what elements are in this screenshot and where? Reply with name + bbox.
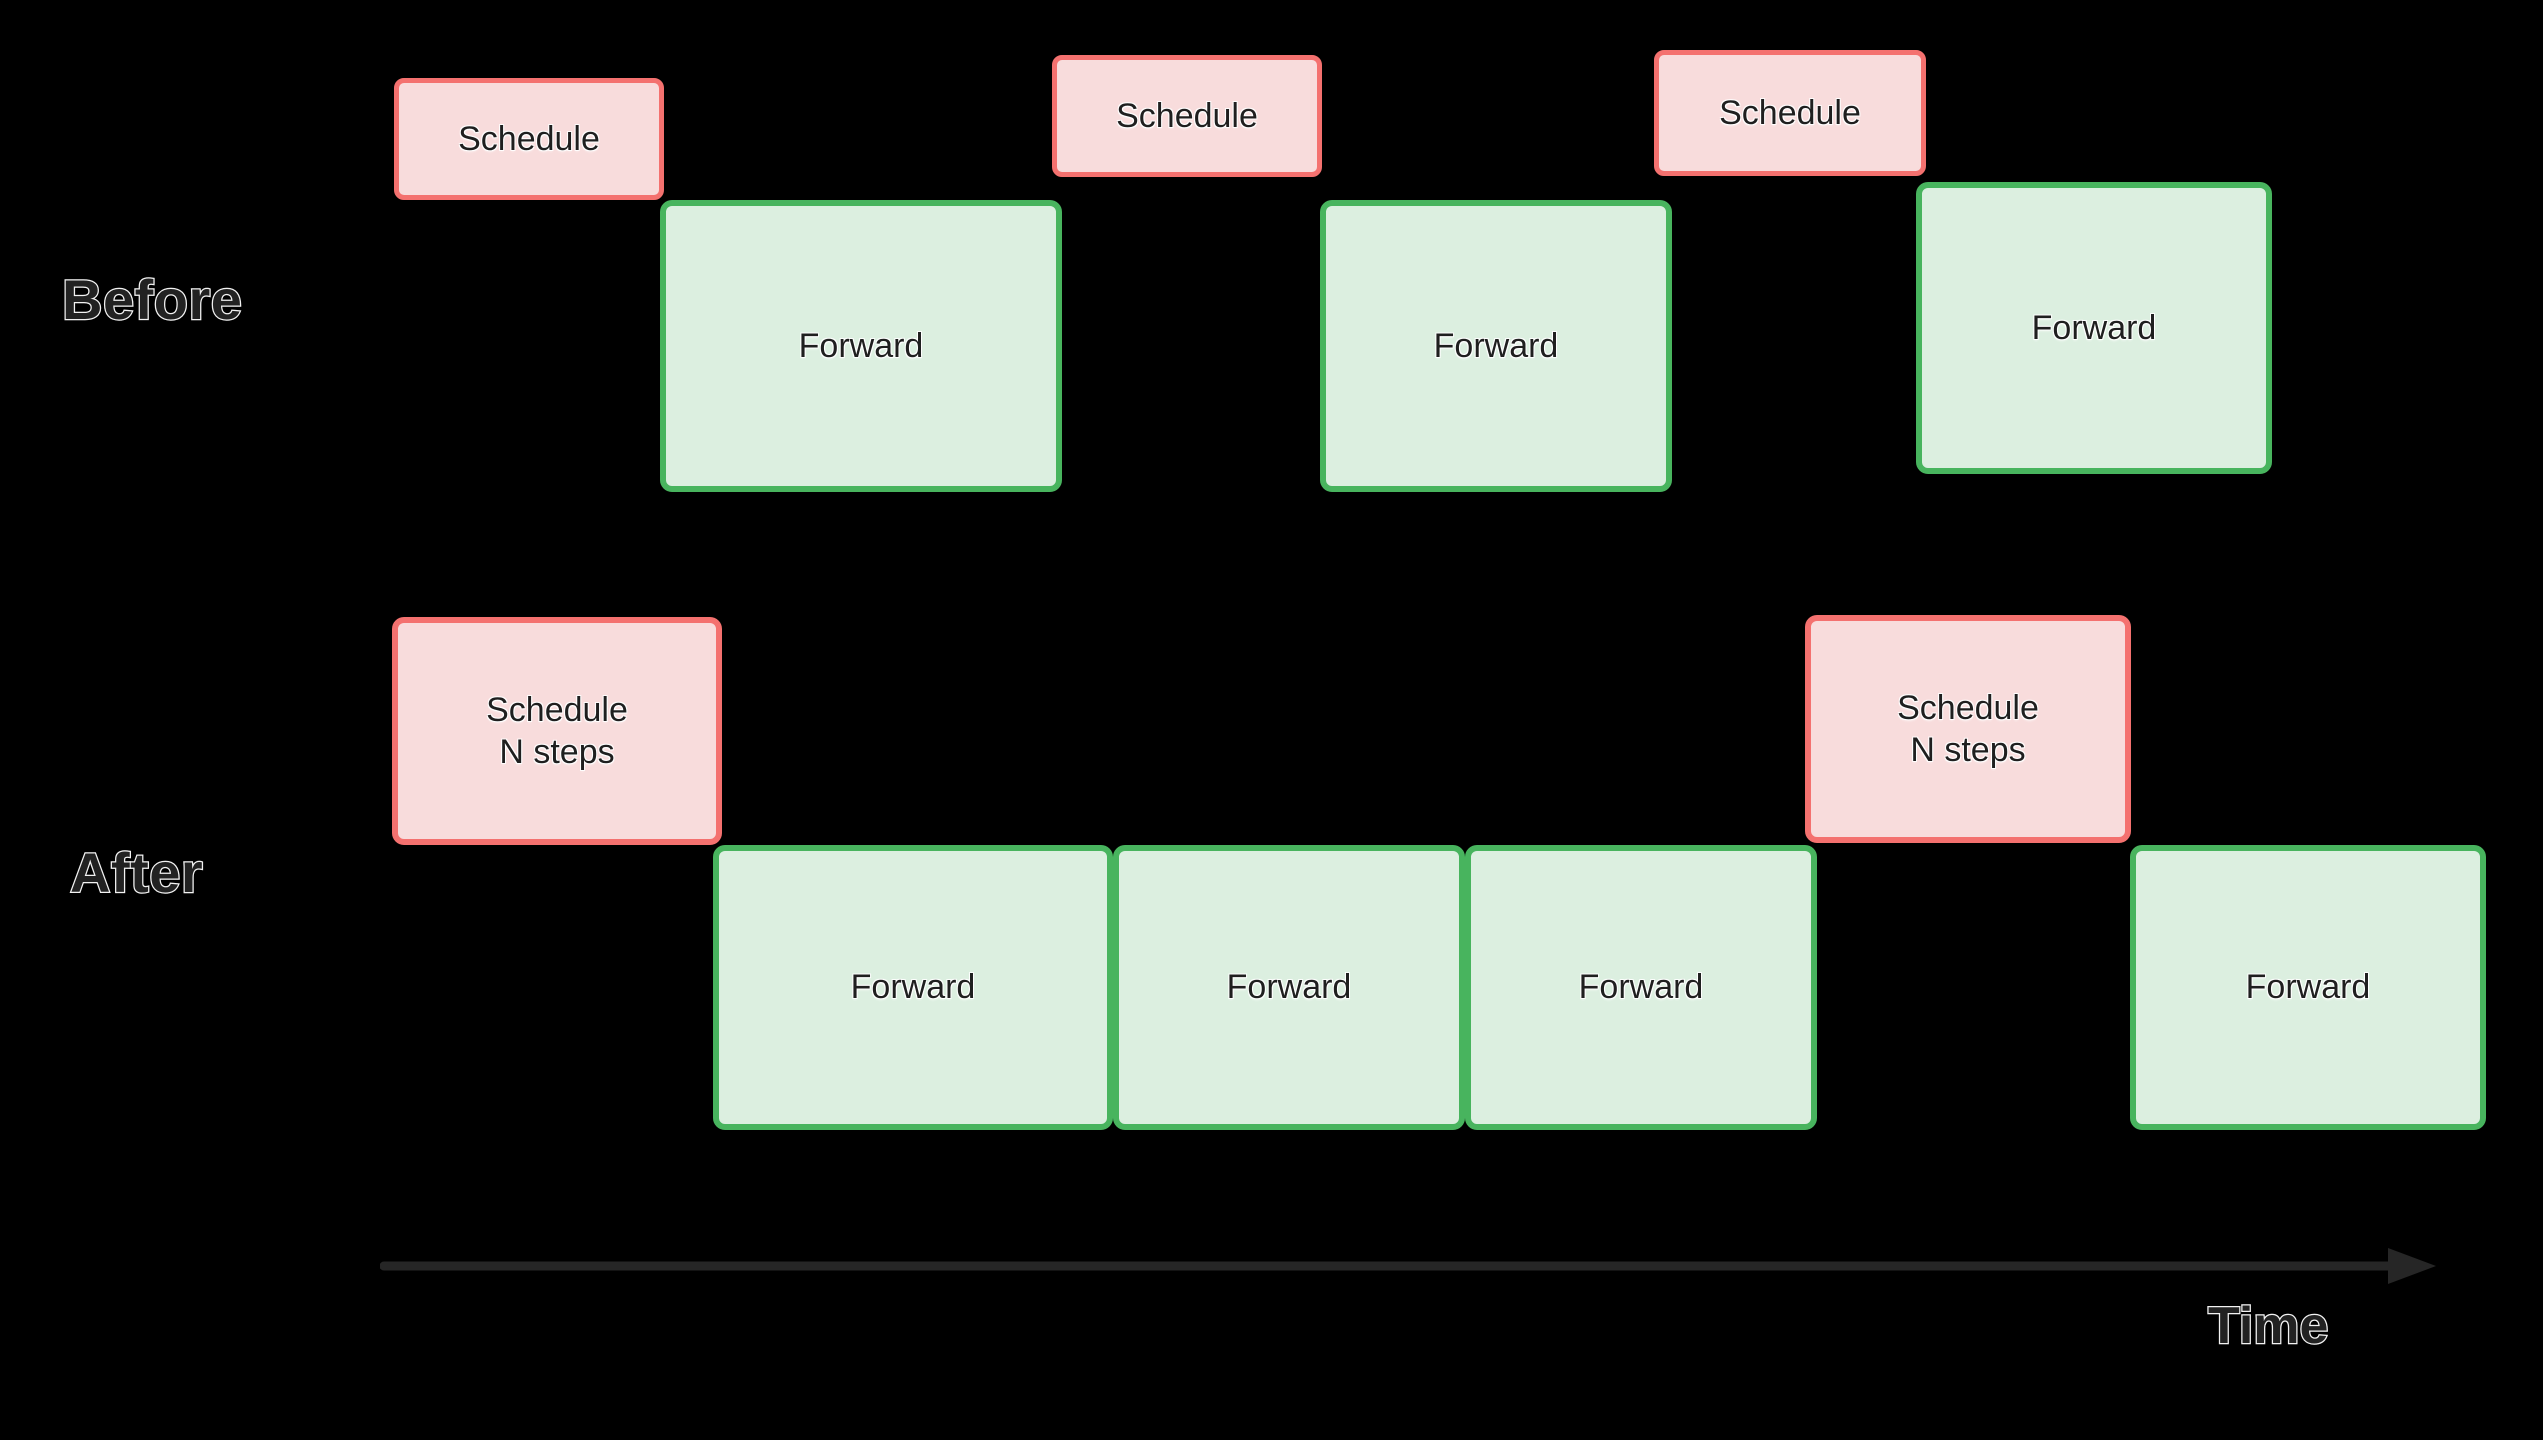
row-label-after: After: [69, 841, 204, 904]
before-schedule-label-2: Schedule: [1116, 96, 1258, 135]
after-schedule-block-1: Schedule N steps: [392, 617, 722, 845]
before-forward-label-3: Forward: [2031, 308, 2157, 347]
before-forward-block-2: Forward: [1320, 200, 1672, 492]
after-schedule-label-2: Schedule N steps: [1897, 687, 2039, 772]
after-forward-block-2: Forward: [1113, 845, 1465, 1130]
before-forward-block-1: Forward: [660, 200, 1062, 492]
row-label-before: Before: [61, 268, 243, 331]
after-schedule-label-1-line2: N steps: [499, 733, 615, 771]
before-schedule-block-3: Schedule: [1654, 50, 1926, 176]
after-forward-label-2: Forward: [1226, 968, 1352, 1006]
before-schedule-label-3: Schedule: [1719, 93, 1861, 132]
after-forward-block-1: Forward: [713, 845, 1113, 1130]
after-schedule-label-1: Schedule N steps: [486, 689, 628, 774]
after-forward-block-4: Forward: [2130, 845, 2486, 1130]
before-forward-label-1: Forward: [798, 326, 924, 365]
time-axis-label: Time: [2207, 1297, 2330, 1355]
before-schedule-block-2: Schedule: [1052, 55, 1322, 177]
after-schedule-block-2: Schedule N steps: [1805, 615, 2131, 843]
before-forward-block-3: Forward: [1916, 182, 2272, 474]
after-schedule-label-1-line1: Schedule: [486, 690, 628, 729]
after-forward-label-4: Forward: [2245, 968, 2371, 1006]
after-forward-label-3: Forward: [1578, 968, 1704, 1006]
after-schedule-label-2-line2: N steps: [1910, 731, 2026, 769]
before-schedule-block-1: Schedule: [394, 78, 664, 200]
after-forward-label-1: Forward: [850, 968, 976, 1006]
after-forward-block-3: Forward: [1465, 845, 1817, 1130]
after-schedule-label-2-line1: Schedule: [1897, 688, 2039, 727]
before-forward-label-2: Forward: [1433, 326, 1559, 365]
time-axis-arrow-icon: [380, 1248, 2436, 1284]
before-schedule-label-1: Schedule: [458, 119, 600, 158]
